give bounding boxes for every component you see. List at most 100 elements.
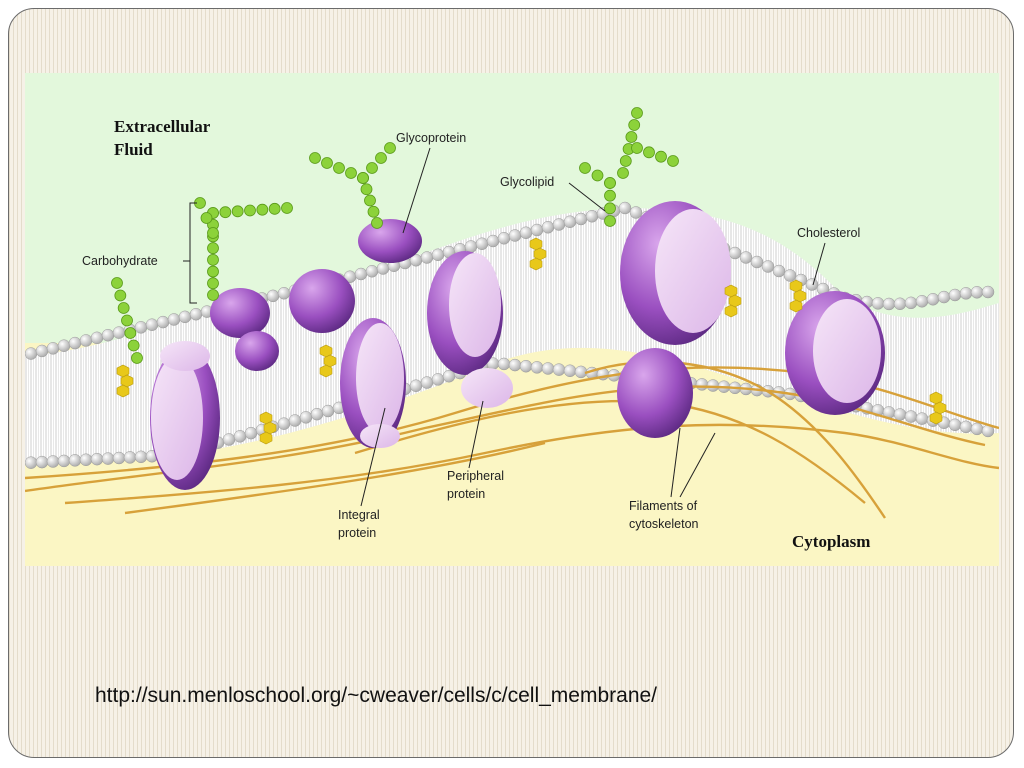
sugar-unit [360, 183, 373, 196]
phospholipid-head [970, 286, 984, 299]
sugar-unit [231, 205, 244, 218]
sugar-unit [207, 277, 219, 290]
sugar-unit [604, 215, 616, 227]
sugar-unit [207, 242, 219, 255]
sugar-unit [604, 177, 616, 189]
phospholipid-head [541, 221, 555, 234]
phospholipid-head [134, 450, 148, 464]
phospholipid-head [112, 451, 126, 465]
phospholipid-head [893, 408, 907, 421]
sugar-unit [244, 204, 256, 217]
phospholipid-head [904, 296, 918, 310]
sugar-unit [371, 217, 383, 229]
sugar-unit [127, 339, 140, 352]
phospholipid-head [893, 297, 907, 311]
phospholipid-head [101, 452, 115, 465]
sugar-unit [655, 150, 667, 163]
carbohydrate-chains [111, 107, 679, 364]
phospholipid-head [805, 278, 819, 291]
phospholipid-head [431, 373, 445, 386]
integral-protein-label: Integral [338, 508, 380, 522]
phospholipid-head [35, 344, 49, 358]
phospholipid-head [46, 455, 60, 468]
phospholipid-head [299, 411, 313, 424]
phospholipid-head [618, 201, 632, 215]
phospholipid-head [552, 363, 566, 376]
phospholipid-head [761, 260, 775, 273]
phospholipid-head [233, 430, 247, 443]
phospholipid-head [79, 453, 93, 466]
integral-protein-left [150, 341, 220, 490]
phospholipid-head [904, 410, 918, 423]
phospholipid-head [244, 426, 258, 440]
phospholipid-head [101, 328, 115, 342]
phospholipid-head [871, 297, 885, 310]
source-url[interactable]: http://sun.menloschool.org/~cweaver/cell… [95, 684, 658, 707]
phospholipid-head [178, 310, 192, 324]
cholesterol-molecules [116, 237, 947, 445]
phospholipid-head [475, 237, 489, 250]
cell-membrane-diagram: Extracellular Fluid Cytoplasm Glycoprote… [25, 73, 999, 566]
sugar-unit [375, 152, 387, 164]
sugar-unit [200, 212, 213, 224]
phospholipid-head [772, 264, 786, 278]
sugar-unit [207, 227, 219, 239]
sugar-unit [364, 194, 376, 207]
phospholipid-head [882, 297, 896, 311]
phospholipid-head [145, 318, 159, 331]
phospholipid-head [68, 336, 82, 350]
sugar-unit [111, 277, 123, 289]
sugar-unit [619, 155, 632, 167]
sugar-unit [117, 302, 130, 314]
sugar-unit [131, 352, 143, 364]
sugar-unit [207, 265, 219, 278]
phospholipid-head [35, 455, 49, 469]
sugar-unit [256, 203, 269, 216]
sugar-unit [114, 289, 127, 302]
sugar-unit [207, 253, 219, 266]
peripheral-protein-label: Peripheral [447, 469, 504, 483]
integral-protein-right [617, 201, 731, 438]
phospholipid-head [420, 376, 434, 389]
sugar-unit [219, 206, 232, 219]
phospholipid-head [486, 234, 500, 248]
phospholipid-head [926, 292, 940, 306]
phospholipid-head [354, 267, 368, 281]
phospholipid-head [277, 286, 291, 300]
phospholipid-head [365, 265, 379, 278]
phospholipid-head [277, 417, 291, 430]
sugar-unit [604, 202, 616, 215]
phospholipid-head [90, 331, 104, 345]
sugar-unit [384, 142, 396, 154]
lipid-bilayer [25, 208, 999, 463]
sugar-unit [357, 172, 369, 184]
phospholipid-head [508, 358, 522, 372]
phospholipid-head [530, 223, 544, 237]
phospholipid-head [981, 285, 995, 299]
phospholipid-head [750, 255, 764, 269]
sugar-unit [667, 155, 679, 167]
cholesterol-label: Cholesterol [797, 226, 860, 240]
glycolipid-label: Glycolipid [500, 175, 554, 189]
phospholipid-head [167, 313, 181, 326]
slide: Extracellular Fluid Cytoplasm Glycoprote… [8, 8, 1014, 758]
phospholipid-head [519, 359, 533, 373]
phospholipid-head [464, 240, 478, 253]
phospholipid-head [288, 414, 302, 427]
sugar-unit [591, 169, 604, 182]
phospholipid-head [57, 454, 71, 468]
sugar-unit [309, 152, 321, 164]
filaments-label: Filaments of [629, 499, 698, 513]
peripheral-protein [427, 251, 513, 408]
phospholipid-head [508, 229, 522, 242]
phospholipid-head [585, 210, 599, 223]
phospholipid-head [541, 362, 555, 375]
sugar-unit [366, 162, 378, 174]
phospholipid-head [563, 215, 577, 228]
peripheral-protein-label-line2: protein [447, 487, 485, 501]
phospholipid-head [310, 407, 324, 421]
phospholipid-head [46, 342, 60, 355]
phospholipid-head [948, 418, 962, 432]
sugar-unit [631, 142, 643, 154]
extracellular-fluid-label-line2: Fluid [114, 140, 153, 159]
